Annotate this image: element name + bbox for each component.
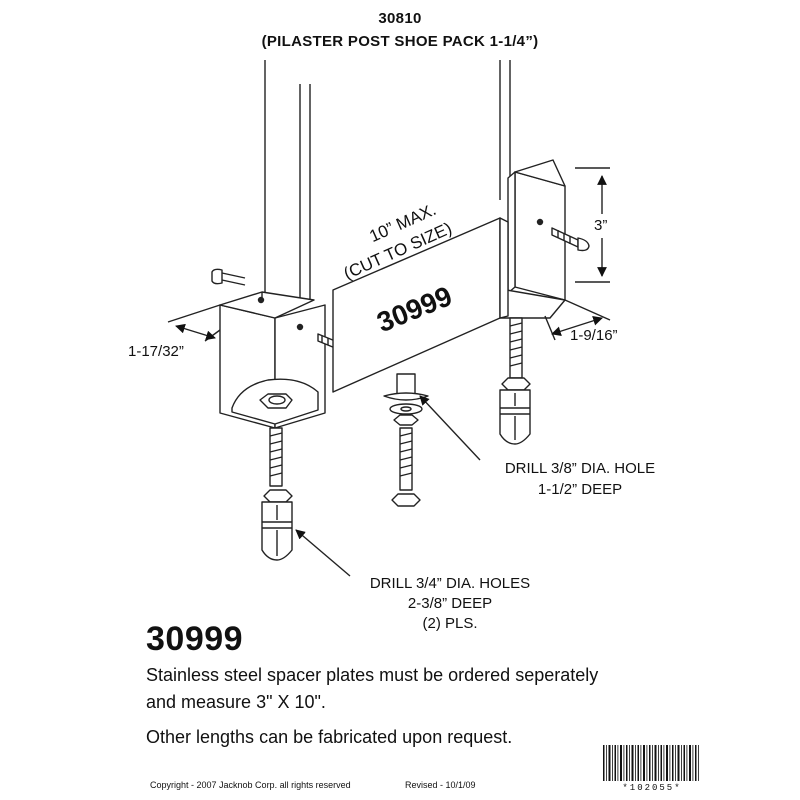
callout-small-drill: DRILL 3/8” DIA. HOLE 1-1/2” DEEP <box>470 460 690 498</box>
left-post <box>264 60 311 302</box>
callout-large-drill-line1: DRILL 3/4” DIA. HOLES <box>369 575 531 592</box>
left-threaded-rod <box>269 427 283 487</box>
barcode <box>603 745 699 781</box>
callout-small-drill-line1: DRILL 3/8” DIA. HOLE <box>504 460 656 477</box>
spacer-part-number-heading: 30999 <box>146 620 244 658</box>
callout-large-drill: DRILL 3/4” DIA. HOLES 2-3/8” DEEP (2) PL… <box>330 575 570 632</box>
barcode-number: *102055* <box>622 783 682 793</box>
left-bolt-top <box>211 268 246 286</box>
right-threaded-rod <box>509 317 523 379</box>
note-line-1: Stainless steel spacer plates must be or… <box>146 665 599 685</box>
drawing-part-number: 30810 <box>378 10 422 27</box>
left-anchor <box>261 489 293 561</box>
dim-height-label: 3” <box>594 217 608 234</box>
dim-right-width-label: 1-9/16” <box>570 327 618 344</box>
copyright-text: Copyright - 2007 Jacknob Corp. all right… <box>150 780 351 790</box>
note-line-3: Other lengths can be fabricated upon req… <box>146 727 513 747</box>
center-tee-nut <box>383 373 429 426</box>
callout-large-drill-line3: (2) PLS. <box>422 615 478 632</box>
spacer-plate <box>332 217 509 393</box>
center-threaded-rod <box>391 427 421 507</box>
drawing-title: (PILASTER POST SHOE PACK 1-1/4”) <box>261 33 539 50</box>
leader-small-drill <box>419 395 481 461</box>
left-shoe-bracket <box>219 291 326 429</box>
dim-height <box>575 167 610 283</box>
dim-right-width <box>544 299 611 341</box>
callout-large-drill-line2: 2-3/8” DEEP <box>407 595 493 612</box>
right-anchor <box>499 377 531 445</box>
note-line-2: and measure 3" X 10". <box>146 692 326 712</box>
callout-small-drill-line2: 1-1/2” DEEP <box>537 481 623 498</box>
revised-date: Revised - 10/1/09 <box>405 780 476 790</box>
dim-left-width-label: 1-17/32” <box>128 343 184 360</box>
dim-left-width <box>167 304 221 342</box>
leader-large-drill <box>295 529 351 577</box>
right-side-screw <box>551 227 590 252</box>
